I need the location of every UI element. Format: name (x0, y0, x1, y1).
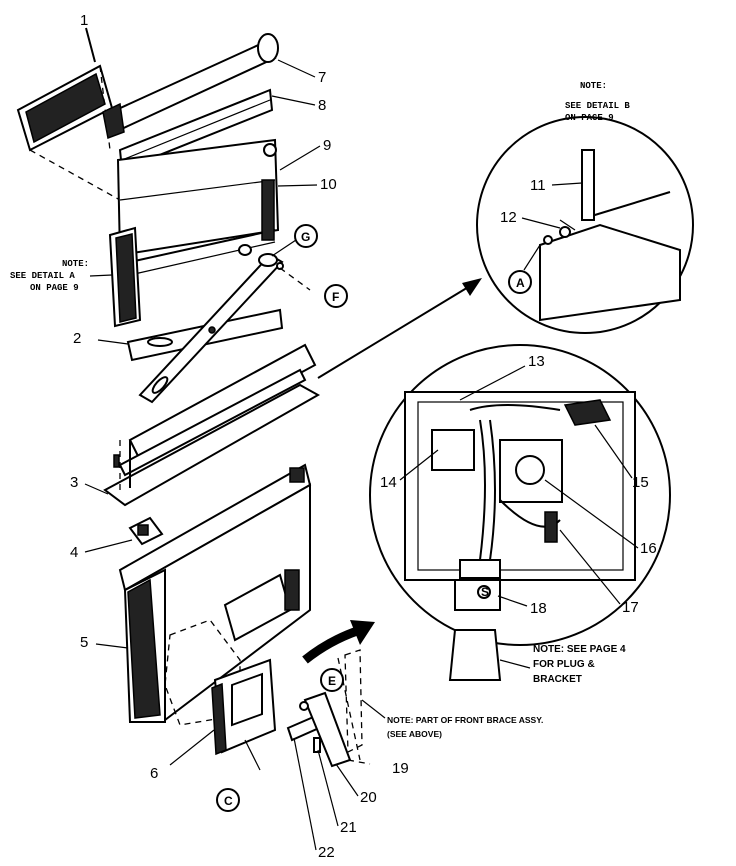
lower-frame-rail (103, 343, 321, 507)
note-plug-line1: NOTE: SEE PAGE 4 (533, 644, 626, 655)
label-17: 17 (622, 599, 639, 616)
label-15: 15 (632, 474, 649, 491)
wiring-detail-inset (369, 344, 671, 681)
hardware-g-f (238, 224, 348, 308)
callout-e: E (328, 674, 336, 688)
note-front-brace-line2: (SEE ABOVE) (387, 729, 442, 739)
label-16: 16 (640, 540, 657, 557)
front-bracket (164, 619, 277, 812)
label-14: 14 (380, 474, 397, 491)
callout-a: A (516, 276, 525, 290)
grille-panel (16, 64, 121, 201)
callout-c: C (224, 794, 233, 808)
note-detail-a-line3: ON PAGE 9 (30, 283, 79, 293)
note-front-brace-line1: NOTE: PART OF FRONT BRACE ASSY. (387, 715, 543, 725)
label-18: 18 (530, 600, 547, 617)
label-22: 22 (318, 844, 335, 861)
diagonal-brace (126, 253, 284, 404)
main-housing (118, 463, 312, 723)
callout-g: G (301, 230, 310, 244)
note-detail-a-line2: SEE DETAIL A (10, 271, 75, 281)
note-detail-b: NOTE: SEE DETAIL B ON PAGE 9 (565, 81, 630, 123)
label-4: 4 (70, 544, 78, 561)
label-5: 5 (80, 634, 88, 651)
label-3: 3 (70, 474, 78, 491)
direction-arrows (302, 278, 482, 664)
note-detail-b-line1: NOTE: (580, 81, 607, 91)
note-plug-line2: FOR PLUG & (533, 659, 595, 670)
label-20: 20 (360, 789, 377, 806)
part-labels: 1 7 8 9 10 2 3 4 5 6 11 12 13 14 15 16 1… (70, 12, 657, 861)
detail-b-inset (476, 116, 694, 334)
note-detail-a-line1: NOTE: (62, 259, 89, 269)
label-8: 8 (318, 97, 326, 114)
label-21: 21 (340, 819, 357, 836)
callout-f: F (332, 290, 339, 304)
label-9: 9 (323, 137, 331, 154)
callout-letters: G F A C E S (224, 230, 525, 808)
note-plug: NOTE: SEE PAGE 4 FOR PLUG & BRACKET (499, 644, 626, 685)
note-detail-b-line3: ON PAGE 9 (565, 113, 614, 123)
label-19: 19 (392, 760, 409, 777)
note-detail-b-line2: SEE DETAIL B (565, 101, 630, 111)
clip (128, 516, 164, 546)
label-1: 1 (80, 12, 88, 29)
upper-frame (116, 138, 280, 276)
left-side-bracket (108, 226, 142, 328)
note-plug-line3: BRACKET (533, 674, 582, 685)
small-hardware (286, 649, 371, 768)
callout-s: S (481, 585, 489, 599)
label-12: 12 (500, 209, 517, 226)
top-rod (102, 33, 279, 140)
label-6: 6 (150, 765, 158, 782)
label-2: 2 (73, 330, 81, 347)
label-13: 13 (528, 353, 545, 370)
note-detail-a: NOTE: SEE DETAIL A ON PAGE 9 (10, 259, 113, 293)
label-10: 10 (320, 176, 337, 193)
label-11: 11 (530, 177, 546, 194)
note-front-brace: NOTE: PART OF FRONT BRACE ASSY. (SEE ABO… (361, 699, 543, 739)
label-7: 7 (318, 69, 326, 86)
